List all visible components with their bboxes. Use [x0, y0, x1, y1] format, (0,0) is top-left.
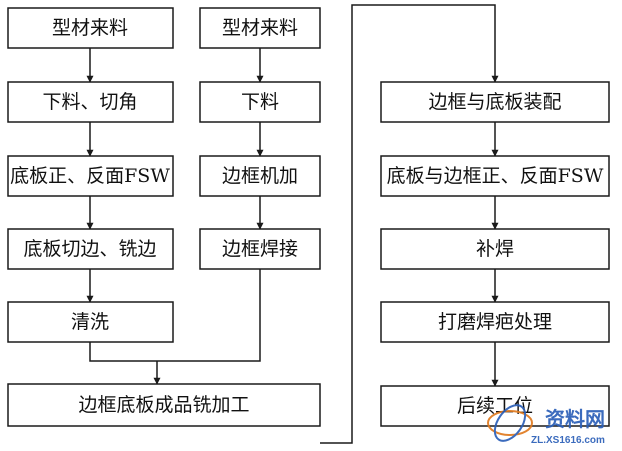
node-label: 边框焊接 — [222, 238, 298, 260]
node-cutting: 下料 — [199, 81, 321, 123]
node-label: 型材来料 — [52, 17, 128, 39]
node-label: 清洗 — [71, 311, 109, 333]
node-label: 打磨焊疤处理 — [438, 311, 552, 333]
node-frame-machining: 边框机加 — [199, 155, 321, 197]
node-profile-material-middle: 型材来料 — [199, 7, 321, 49]
node-label: 底板正、反面FSW — [10, 165, 170, 187]
edge-connector — [89, 342, 157, 362]
node-label: 底板切边、铣边 — [23, 238, 156, 260]
node-repair-welding: 补焊 — [380, 228, 610, 270]
node-label: 补焊 — [476, 238, 514, 260]
watermark: 资料网 ZL.XS1616.com — [487, 404, 605, 446]
node-grinding-weld-scar: 打磨焊疤处理 — [380, 301, 610, 343]
edge-connector — [320, 4, 499, 444]
edge-connector — [157, 269, 261, 362]
node-profile-material-left: 型材来料 — [7, 7, 174, 49]
node-frame-baseplate-assembly: 边框与底板装配 — [380, 81, 610, 123]
node-baseplate-trim-mill: 底板切边、铣边 — [7, 228, 174, 270]
node-next-station: 后续工位 — [380, 385, 610, 427]
node-label: 底板与边框正、反面FSW — [387, 165, 604, 187]
node-baseplate-fsw: 底板正、反面FSW — [7, 155, 174, 197]
node-final-milling: 边框底板成品铣加工 — [7, 383, 321, 427]
node-label: 边框与底板装配 — [428, 91, 561, 113]
watermark-logo-icon — [487, 404, 533, 442]
node-label: 下料 — [241, 91, 279, 113]
node-label: 型材来料 — [222, 17, 298, 39]
node-assembly-fsw: 底板与边框正、反面FSW — [380, 155, 610, 197]
node-cutting-corner: 下料、切角 — [7, 81, 174, 123]
node-label: 边框底板成品铣加工 — [78, 394, 249, 416]
watermark-brand: 资料网 — [545, 407, 605, 431]
node-frame-welding: 边框焊接 — [199, 228, 321, 270]
node-cleaning: 清洗 — [7, 301, 174, 343]
node-label: 边框机加 — [222, 165, 298, 187]
node-label: 下料、切角 — [42, 91, 137, 113]
watermark-domain: ZL.XS1616.com — [531, 435, 605, 446]
